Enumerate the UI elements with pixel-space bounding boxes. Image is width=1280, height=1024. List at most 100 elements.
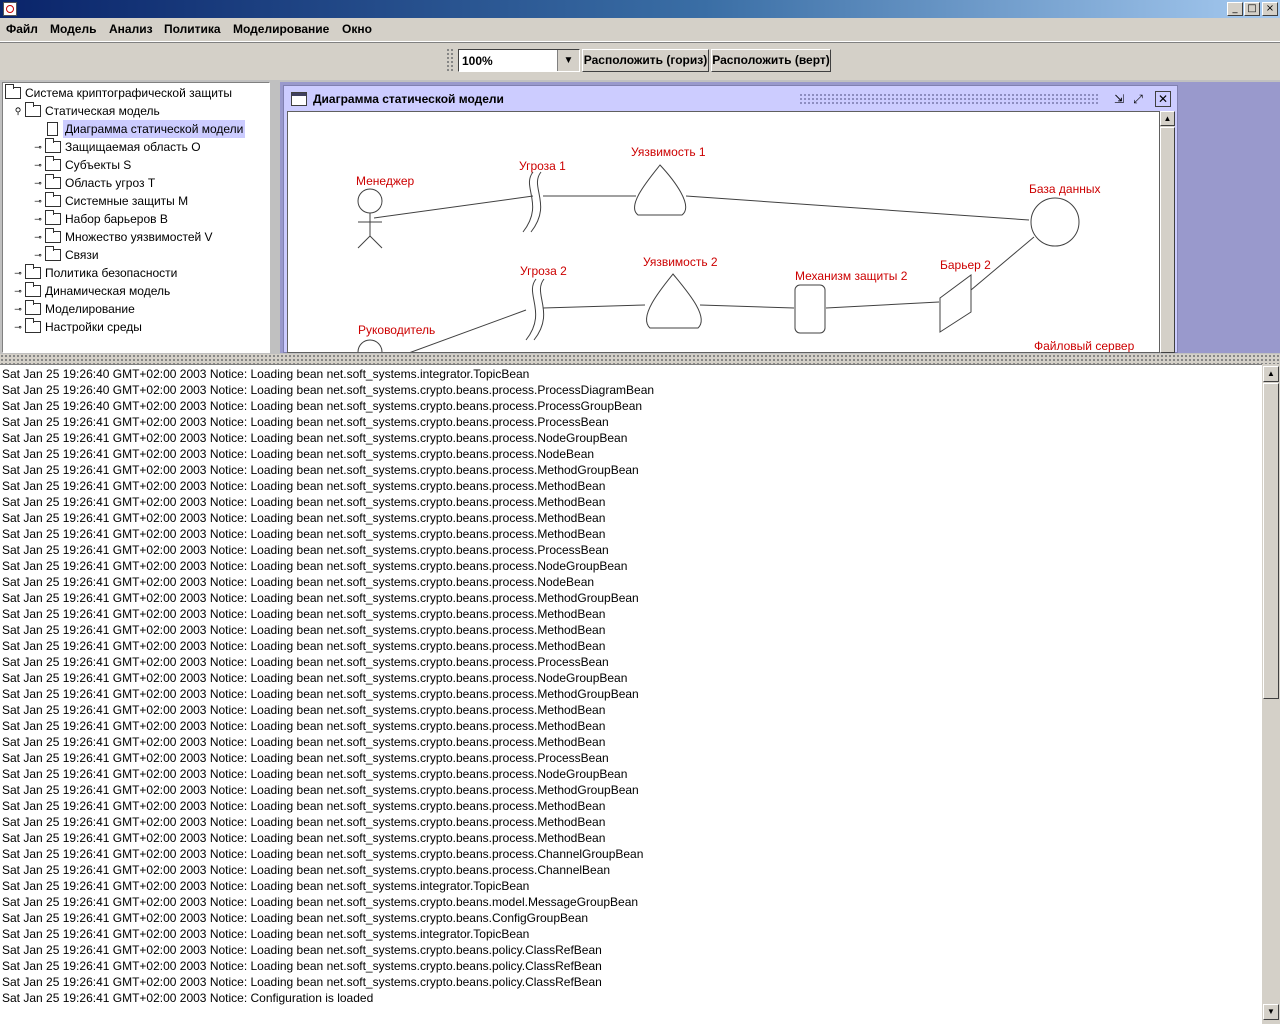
maximize-button[interactable]: □: [1244, 2, 1260, 16]
tree-collapsed-icon[interactable]: ⊸: [14, 304, 22, 314]
tree-collapsed-icon[interactable]: ⊸: [34, 214, 42, 224]
log-line: Sat Jan 25 19:26:41 GMT+02:00 2003 Notic…: [2, 415, 609, 429]
menu-policy[interactable]: Политика: [164, 22, 221, 36]
label-manager: Менеджер: [356, 174, 415, 188]
tree-item-label: Область угроз T: [65, 176, 156, 190]
app-icon[interactable]: [3, 2, 17, 16]
tree-item[interactable]: ⊸ Политика безопасности: [3, 264, 269, 282]
tree-item[interactable]: Система криптографической защиты: [3, 84, 269, 102]
tree-item[interactable]: ⊸Настройки среды: [3, 318, 269, 336]
log-line: Sat Jan 25 19:26:41 GMT+02:00 2003 Notic…: [2, 815, 606, 829]
menu-analysis[interactable]: Анализ: [109, 22, 153, 36]
tree-item-label: Политика безопасности: [45, 266, 178, 280]
tree-item[interactable]: ⚲ Статическая модель: [3, 102, 269, 120]
label-threat1: Угроза 1: [519, 159, 566, 173]
log-scroll-up-button[interactable]: ▲: [1263, 366, 1279, 382]
folder-icon: [45, 246, 61, 261]
tree-item[interactable]: ⊸ Связи: [3, 246, 269, 264]
scroll-up-button[interactable]: ▲: [1160, 111, 1175, 126]
tree-item-label: Системные защиты M: [65, 194, 189, 208]
log-scroll-down-button[interactable]: ▼: [1263, 1004, 1279, 1020]
close-button[interactable]: ×: [1262, 2, 1278, 16]
split-pane-divider[interactable]: [0, 354, 1280, 364]
tree-item-label: Множество уязвимостей V: [65, 230, 213, 244]
chevron-down-icon[interactable]: ▼: [557, 50, 579, 71]
tree-item[interactable]: ⊸Динамическая модель: [3, 282, 269, 300]
menu-modeling[interactable]: Моделирование: [233, 22, 330, 36]
arrange-vertical-button[interactable]: Расположить (верт): [711, 49, 831, 72]
tree-collapsed-icon[interactable]: ⊸: [34, 178, 42, 188]
tree-item[interactable]: ⊸Защищаемая область O: [3, 138, 269, 156]
close-icon[interactable]: ✕: [1155, 91, 1171, 107]
tree-item[interactable]: ⊸ Область угроз T: [3, 174, 269, 192]
log-line: Sat Jan 25 19:26:41 GMT+02:00 2003 Notic…: [2, 863, 611, 877]
menu-file[interactable]: Файл: [6, 22, 38, 36]
log-line: Sat Jan 25 19:26:41 GMT+02:00 2003 Notic…: [2, 895, 639, 909]
tree-expanded-icon[interactable]: ⚲: [14, 106, 22, 116]
document-icon: [47, 122, 58, 136]
threat2-symbol: [525, 278, 545, 341]
log-line: Sat Jan 25 19:26:41 GMT+02:00 2003 Notic…: [2, 911, 589, 925]
diagram-canvas[interactable]: Менеджер Угроза 1 Уязвимость 1 База данн…: [287, 111, 1160, 353]
folder-icon: [45, 210, 61, 225]
folder-icon: [25, 282, 41, 297]
tree-item[interactable]: ⊸ Множество уязвимостей V: [3, 228, 269, 246]
log-vertical-scrollbar[interactable]: ▲ ▼: [1262, 364, 1280, 1024]
window-icon: [291, 92, 307, 106]
log-line: Sat Jan 25 19:26:41 GMT+02:00 2003 Notic…: [2, 991, 374, 1005]
menu-model[interactable]: Модель: [50, 22, 97, 36]
log-line: Sat Jan 25 19:26:41 GMT+02:00 2003 Notic…: [2, 623, 606, 637]
folder-icon: [25, 300, 41, 315]
log-line: Sat Jan 25 19:26:41 GMT+02:00 2003 Notic…: [2, 831, 606, 845]
tree-item[interactable]: ⊸Набор барьеров B: [3, 210, 269, 228]
diagram-window-title-bar[interactable]: Диаграмма статической модели ⇲ ⤢ ✕: [287, 88, 1174, 110]
window-title-bar[interactable]: [0, 0, 1280, 18]
log-scroll-thumb[interactable]: [1263, 383, 1279, 699]
tree-collapsed-icon[interactable]: ⊸: [34, 232, 42, 242]
tree-item-label: Система криптографической защиты: [25, 86, 233, 100]
tree-item-label: Связи: [65, 248, 99, 262]
tree-item[interactable]: Диаграмма статической модели: [3, 120, 269, 138]
log-line: Sat Jan 25 19:26:41 GMT+02:00 2003 Notic…: [2, 847, 644, 861]
label-mechanism2: Механизм защиты 2: [795, 269, 908, 283]
zoom-combobox[interactable]: 100% ▼: [458, 49, 580, 72]
log-line: Sat Jan 25 19:26:41 GMT+02:00 2003 Notic…: [2, 511, 606, 525]
edge-manager-threat1: [373, 195, 534, 219]
diagram-window-title: Диаграмма статической модели: [313, 92, 504, 106]
diagram-vertical-scrollbar[interactable]: ▲: [1160, 111, 1175, 353]
log-line: Sat Jan 25 19:26:41 GMT+02:00 2003 Notic…: [2, 719, 606, 733]
log-line: Sat Jan 25 19:26:41 GMT+02:00 2003 Notic…: [2, 559, 628, 573]
log-line: Sat Jan 25 19:26:41 GMT+02:00 2003 Notic…: [2, 431, 628, 445]
log-line: Sat Jan 25 19:26:41 GMT+02:00 2003 Notic…: [2, 799, 606, 813]
tree-item[interactable]: ⊸Моделирование: [3, 300, 269, 318]
tree-collapsed-icon[interactable]: ⊸: [34, 160, 42, 170]
iconify-icon[interactable]: ⇲: [1113, 92, 1125, 106]
arrange-horizontal-button[interactable]: Расположить (гориз): [582, 49, 709, 72]
tree-collapsed-icon[interactable]: ⊸: [34, 250, 42, 260]
maximize-icon[interactable]: ⤢: [1133, 92, 1143, 106]
tree-collapsed-icon[interactable]: ⊸: [14, 286, 22, 296]
tree-item[interactable]: ⊸Субъекты S: [3, 156, 269, 174]
log-line: Sat Jan 25 19:26:41 GMT+02:00 2003 Notic…: [2, 607, 606, 621]
log-line: Sat Jan 25 19:26:40 GMT+02:00 2003 Notic…: [2, 399, 643, 413]
tree-collapsed-icon[interactable]: ⊸: [14, 268, 22, 278]
tree-item[interactable]: ⊸ Системные защиты M: [3, 192, 269, 210]
barrier2-shape: [939, 274, 972, 333]
tree-item-label: Статическая модель: [45, 104, 160, 118]
tree-collapsed-icon[interactable]: ⊸: [34, 196, 42, 206]
edge-mechanism-barrier: [825, 301, 940, 309]
edge-vuln1-database: [685, 195, 1030, 221]
log-console[interactable]: Sat Jan 25 19:26:40 GMT+02:00 2003 Notic…: [0, 364, 1262, 1024]
log-line: Sat Jan 25 19:26:40 GMT+02:00 2003 Notic…: [2, 367, 530, 381]
model-tree[interactable]: Система криптографической защиты⚲ Статиче…: [2, 82, 270, 353]
label-head: Руководитель: [358, 323, 435, 337]
actor-head: [357, 339, 383, 352]
menu-window[interactable]: Окно: [342, 22, 372, 36]
minimize-button[interactable]: _: [1227, 2, 1243, 16]
folder-icon: [45, 138, 61, 153]
toolbar-grip[interactable]: [446, 48, 454, 72]
diagram-scroll-thumb[interactable]: [1160, 127, 1175, 353]
folder-icon: [25, 264, 41, 279]
tree-collapsed-icon[interactable]: ⊸: [34, 142, 42, 152]
tree-collapsed-icon[interactable]: ⊸: [14, 322, 22, 332]
